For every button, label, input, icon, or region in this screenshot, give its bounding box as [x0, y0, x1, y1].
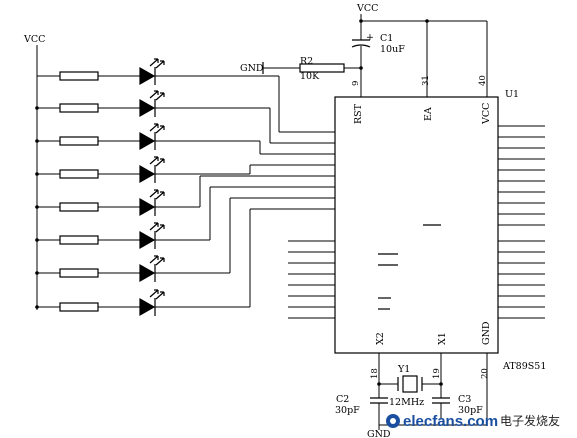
pin-19-num: 19 — [432, 368, 442, 379]
led-light-arrow — [149, 123, 159, 132]
led-diode — [139, 230, 156, 250]
c1-plate-bottom — [351, 44, 371, 48]
led-row-resistor — [59, 302, 99, 312]
gnd-reset-label: GND — [240, 63, 264, 74]
pin-9-num: 9 — [351, 81, 361, 86]
vcc-pin-label: VCC — [481, 103, 492, 125]
led-row-resistor — [59, 136, 99, 146]
r2-resistor — [299, 63, 345, 73]
crystal-freq: 12MHz — [389, 397, 424, 408]
vcc-top-label: VCC — [356, 3, 378, 14]
led-light-arrow — [149, 189, 159, 198]
c3-value: 30pF — [458, 405, 483, 416]
led-diode — [139, 263, 156, 283]
led-row-resistor — [59, 71, 99, 81]
crystal-body — [402, 375, 418, 393]
watermark-cn: 电子发烧友 — [500, 413, 560, 428]
led-diode — [139, 98, 156, 118]
x2-label: X2 — [375, 332, 386, 345]
c1-name: C1 — [380, 33, 393, 44]
c2-value: 30pF — [335, 405, 360, 416]
c3-name: C3 — [458, 394, 471, 405]
crystal-ref: Y1 — [397, 364, 410, 375]
r2-name: R2 — [300, 56, 313, 67]
rst-label: RST — [353, 103, 364, 124]
led-diode — [139, 131, 156, 151]
led-light-arrow — [155, 158, 165, 167]
led-light-arrow — [149, 90, 159, 99]
led-row-resistor — [59, 268, 99, 278]
r2-value: 10K — [300, 71, 320, 82]
gnd-pin-label: GND — [481, 321, 492, 345]
pin-20-num: 20 — [480, 368, 490, 379]
led-light-arrow — [149, 222, 159, 231]
pin-31-num: 31 — [421, 75, 431, 86]
ea-label: EA — [423, 107, 434, 121]
led-light-arrow — [155, 60, 165, 69]
led-light-arrow — [149, 58, 159, 67]
led-row-resistor — [59, 169, 99, 179]
x1-label: X1 — [437, 332, 448, 345]
led-light-arrow — [149, 289, 159, 298]
chip-ref: U1 — [505, 89, 519, 100]
led-diode — [139, 66, 156, 86]
led-diode — [139, 297, 156, 317]
vcc-left-label: VCC — [23, 34, 45, 45]
led-light-arrow — [149, 156, 159, 165]
led-diode — [139, 164, 156, 184]
led-light-arrow — [149, 255, 159, 264]
led-light-arrow — [155, 92, 165, 101]
elecfans-logo: elecfans.com 电子发烧友 — [386, 413, 560, 430]
gnd-bottom-label: GND — [367, 429, 391, 438]
led-light-arrow — [155, 191, 165, 200]
c1-value: 10uF — [380, 44, 405, 55]
chip-body — [334, 96, 499, 354]
led-light-arrow — [155, 291, 165, 300]
led-light-arrow — [155, 125, 165, 134]
chip-part: AT89S51 — [502, 361, 546, 372]
led-row-resistor — [59, 235, 99, 245]
led-row-resistor — [59, 202, 99, 212]
c2-name: C2 — [336, 394, 349, 405]
led-light-arrow — [155, 224, 165, 233]
watermark-site: elecfans.com — [403, 413, 498, 430]
pin-18-num: 18 — [370, 368, 380, 379]
pin-40-num: 40 — [478, 75, 488, 86]
led-row-resistor — [59, 103, 99, 113]
c1-plus: + — [366, 32, 374, 43]
led-diode — [139, 197, 156, 217]
led-light-arrow — [155, 257, 165, 266]
